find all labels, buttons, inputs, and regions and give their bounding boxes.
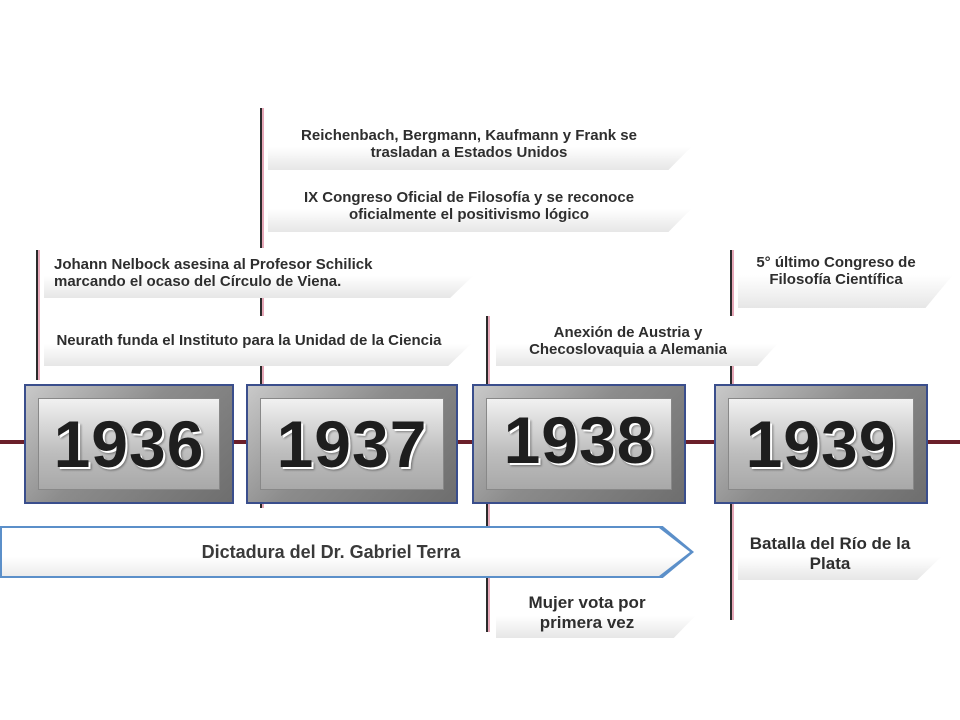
event-text: Mujer vota por primera vez bbox=[528, 593, 646, 632]
year-label: 1939 bbox=[745, 407, 897, 481]
year-box-1937: 1937 bbox=[246, 384, 458, 504]
event-1939-batalla: Batalla del Río de la Plata bbox=[738, 528, 944, 580]
event-1936-neurath: Neurath funda el Instituto para la Unida… bbox=[44, 316, 474, 366]
year-box-inner: 1939 bbox=[728, 398, 914, 490]
year-label: 1937 bbox=[276, 407, 428, 481]
year-box-inner: 1936 bbox=[38, 398, 220, 490]
year-box-1938: 1938 bbox=[472, 384, 686, 504]
year-box-1939: 1939 bbox=[714, 384, 928, 504]
span-dictadura-text: Dictadura del Dr. Gabriel Terra bbox=[201, 541, 461, 562]
year-box-inner: 1937 bbox=[260, 398, 444, 490]
event-1938-anexion: Anexión de Austria y Checoslovaquia a Al… bbox=[496, 316, 780, 366]
event-text: Neurath funda el Instituto para la Unida… bbox=[56, 332, 442, 350]
event-1937-reichenbach: Reichenbach, Bergmann, Kaufmann y Frank … bbox=[268, 118, 694, 170]
event-1936-nelbock: Johann Nelbock asesina al Profesor Schil… bbox=[44, 248, 476, 298]
year-label: 1936 bbox=[53, 407, 205, 481]
event-1938-voto-mujer: Mujer vota por primera vez bbox=[496, 588, 698, 638]
connector-1937 bbox=[262, 108, 264, 508]
event-text: Anexión de Austria y Checoslovaquia a Al… bbox=[529, 323, 727, 358]
event-text: 5° último Congreso de Filosofía Científi… bbox=[756, 253, 916, 288]
event-text: IX Congreso Oficial de Filosofía y se re… bbox=[303, 188, 635, 223]
span-dictadura: Dictadura del Dr. Gabriel Terra bbox=[2, 528, 690, 576]
year-box-inner: 1938 bbox=[486, 398, 672, 490]
event-1939-congreso: 5° último Congreso de Filosofía Científi… bbox=[738, 234, 956, 308]
event-1937-congreso: IX Congreso Oficial de Filosofía y se re… bbox=[268, 180, 694, 232]
year-label: 1938 bbox=[503, 403, 655, 477]
connector-1936 bbox=[38, 250, 40, 380]
event-text: Johann Nelbock asesina al Profesor Schil… bbox=[54, 255, 373, 290]
year-box-1936: 1936 bbox=[24, 384, 234, 504]
event-text: Batalla del Río de la Plata bbox=[749, 534, 911, 573]
event-text: Reichenbach, Bergmann, Kaufmann y Frank … bbox=[301, 126, 637, 161]
